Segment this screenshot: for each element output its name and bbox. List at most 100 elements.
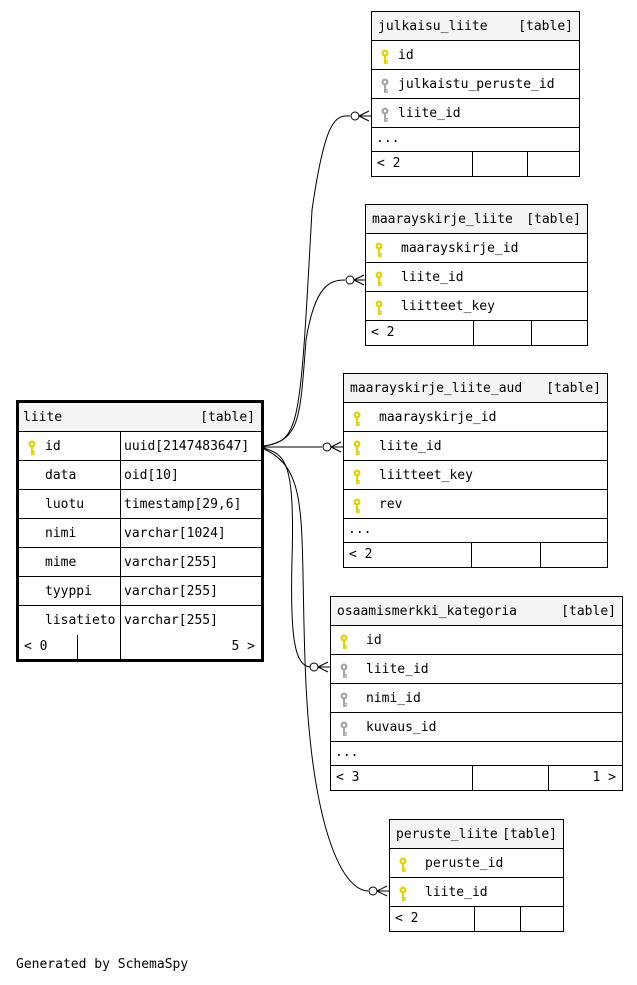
edge-crowfoot bbox=[358, 110, 371, 122]
edge-crowfoot bbox=[317, 661, 330, 673]
column-row[interactable]: liitteet_key bbox=[366, 292, 587, 321]
edge-crowfoot bbox=[353, 274, 365, 286]
column-row[interactable]: julkaistu_peruste_id bbox=[372, 70, 579, 99]
column-type: uuid[2147483647] bbox=[124, 439, 250, 454]
column-row[interactable]: nimi_id bbox=[331, 684, 622, 713]
column-row[interactable]: liite_id bbox=[372, 99, 579, 128]
primary-key-icon bbox=[398, 855, 408, 872]
column-name: tyyppi bbox=[45, 584, 92, 599]
primary-key-icon bbox=[352, 496, 362, 513]
more-columns-ellipsis: ... bbox=[376, 131, 400, 146]
parent-count: < 2 bbox=[395, 911, 419, 926]
column-row[interactable]: liite_id bbox=[390, 878, 563, 907]
column-name: peruste_id bbox=[425, 856, 504, 871]
parent-count: < 2 bbox=[377, 156, 401, 171]
primary-key-icon bbox=[352, 409, 362, 426]
more-columns-row: ... bbox=[372, 128, 579, 152]
table-footer: < 2 bbox=[372, 152, 579, 176]
foreign-key-icon bbox=[339, 661, 349, 678]
table-header: peruste_liite [table] bbox=[390, 820, 563, 849]
child-count: 5 > bbox=[231, 639, 255, 654]
column-row[interactable]: liite_id bbox=[331, 655, 622, 684]
foreign-key-icon bbox=[339, 690, 349, 707]
edge-end-circle bbox=[368, 886, 378, 896]
edge-end-circle bbox=[345, 275, 355, 285]
edge-crowfoot bbox=[376, 885, 389, 897]
column-name: lisatieto bbox=[45, 613, 116, 628]
table-footer: < 0 5 > bbox=[19, 635, 261, 659]
primary-key-icon bbox=[374, 298, 384, 315]
table-peruste-liite[interactable]: peruste_liite [table] peruste_id liite_id < … bbox=[389, 819, 564, 932]
column-name: id bbox=[45, 439, 61, 454]
column-row[interactable]: id bbox=[331, 626, 622, 655]
table-header: liite [table] bbox=[19, 403, 261, 432]
column-name: mime bbox=[45, 555, 77, 570]
column-row[interactable]: liitteet_key bbox=[344, 461, 607, 490]
generated-by-footer: Generated by SchemaSpy bbox=[16, 957, 189, 972]
column-row[interactable]: kuvaus_id bbox=[331, 713, 622, 742]
column-name: maarayskirje_id bbox=[379, 410, 497, 425]
column-type: varchar[255] bbox=[124, 555, 218, 570]
foreign-key-icon bbox=[380, 105, 390, 122]
primary-key-icon bbox=[352, 438, 362, 455]
table-maarayskirje-liite[interactable]: maarayskirje_liite[table]maarayskirje_id… bbox=[365, 204, 588, 346]
parent-count: < 2 bbox=[371, 325, 395, 340]
table-name: maarayskirje_liite_aud bbox=[350, 381, 523, 396]
parent-count: < 0 bbox=[24, 639, 48, 654]
edge-crowfoot bbox=[330, 441, 343, 453]
table-osaamismerkki-kategoria[interactable]: osaamismerkki_kategoria[table]id liite_id… bbox=[330, 596, 623, 791]
more-columns-row: ... bbox=[344, 519, 607, 543]
column-type: varchar[1024] bbox=[124, 526, 226, 541]
column-name: kuvaus_id bbox=[366, 720, 437, 735]
column-row[interactable]: id bbox=[372, 41, 579, 70]
table-header: osaamismerkki_kategoria[table] bbox=[331, 597, 622, 626]
parent-count: < 2 bbox=[349, 547, 373, 562]
table-maarayskirje-liite-aud[interactable]: maarayskirje_liite_aud[table]maarayskirj… bbox=[343, 373, 608, 568]
primary-key-icon bbox=[380, 47, 390, 64]
primary-key-icon bbox=[374, 269, 384, 286]
table-footer: < 2 bbox=[390, 907, 563, 931]
column-row[interactable]: liite_id bbox=[344, 432, 607, 461]
column-name: julkaistu_peruste_id bbox=[398, 77, 555, 92]
table-julkaisu-liite[interactable]: julkaisu_liite[table]id julkaistu_peruste… bbox=[371, 11, 580, 177]
column-type: varchar[255] bbox=[124, 613, 218, 628]
table-kind-label: [table] bbox=[526, 212, 581, 227]
column-name: liitteet_key bbox=[401, 299, 495, 314]
column-name: liite_id bbox=[366, 662, 429, 677]
column-type: timestamp[29,6] bbox=[124, 497, 242, 512]
relationship-edge-julkaisu-liite bbox=[263, 115, 351, 447]
column-name: liite_id bbox=[379, 439, 442, 454]
column-row[interactable]: liite_id bbox=[366, 263, 587, 292]
table-name: julkaisu_liite bbox=[378, 19, 488, 34]
column-name: id bbox=[366, 633, 382, 648]
table-kind-label: [table] bbox=[502, 827, 557, 842]
foreign-key-icon bbox=[380, 76, 390, 93]
table-name: peruste_liite bbox=[396, 827, 498, 842]
table-kind-label: [table] bbox=[200, 410, 255, 425]
table-name: liite bbox=[23, 410, 63, 425]
more-columns-ellipsis: ... bbox=[335, 745, 359, 760]
child-count: 1 > bbox=[592, 770, 616, 785]
column-row[interactable]: lisatieto varchar[255] bbox=[19, 606, 261, 635]
column-row[interactable]: peruste_id bbox=[390, 849, 563, 878]
column-name: nimi_id bbox=[366, 691, 421, 706]
column-name: liitteet_key bbox=[379, 468, 473, 483]
primary-key-icon bbox=[352, 467, 362, 484]
relationship-edge-osaamismerkki-kategoria bbox=[263, 447, 311, 668]
parent-count: < 3 bbox=[336, 770, 360, 785]
column-row[interactable]: mime varchar[255] bbox=[19, 548, 261, 577]
edge-end-circle bbox=[322, 442, 332, 452]
column-row[interactable]: maarayskirje_id bbox=[344, 403, 607, 432]
column-name: liite_id bbox=[425, 885, 488, 900]
table-header: julkaisu_liite[table] bbox=[372, 12, 579, 41]
column-name: liite_id bbox=[401, 270, 464, 285]
column-name: maarayskirje_id bbox=[401, 241, 519, 256]
column-row[interactable]: rev bbox=[344, 490, 607, 519]
column-row[interactable]: id uuid[2147483647] bbox=[19, 432, 261, 461]
column-row[interactable]: maarayskirje_id bbox=[366, 234, 587, 263]
